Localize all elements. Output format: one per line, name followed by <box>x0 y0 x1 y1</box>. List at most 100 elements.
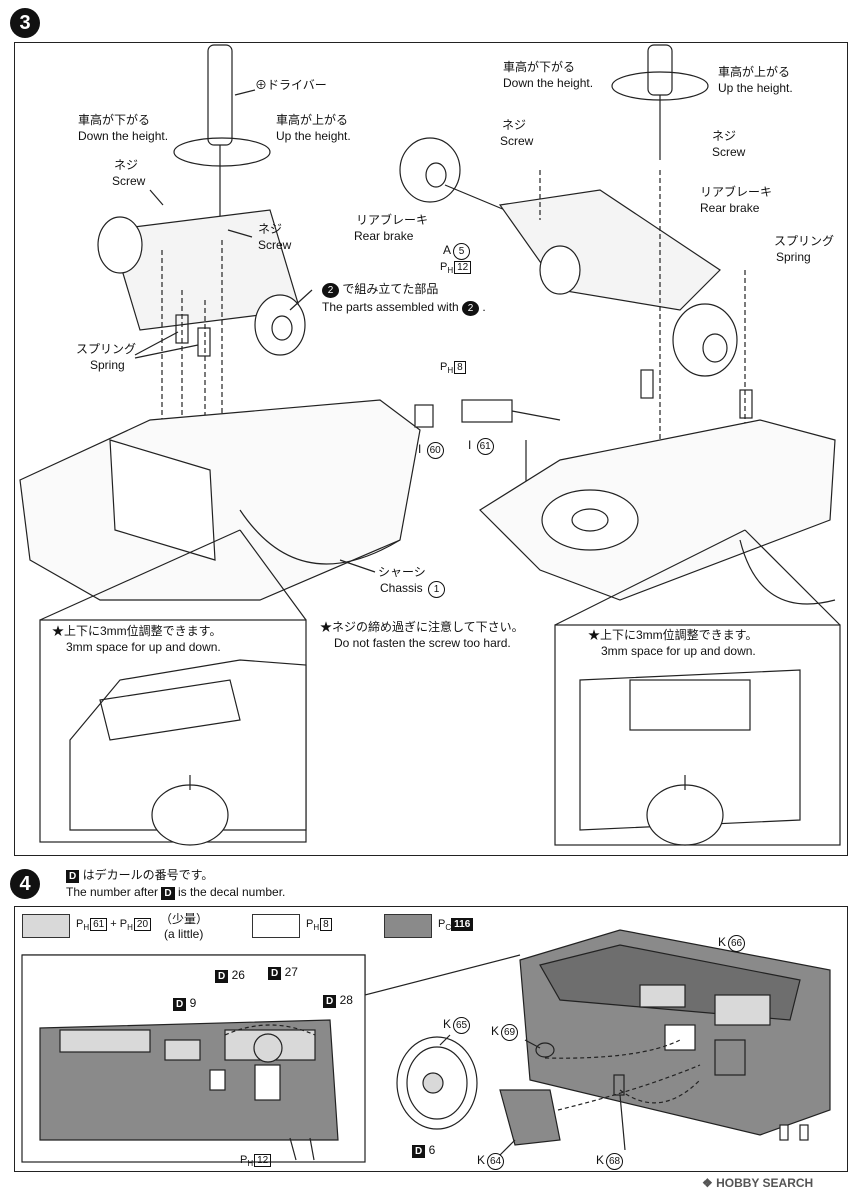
screw-jp-right-1: ネジ <box>502 118 527 132</box>
decal-note-en-text: The number after <box>66 885 159 899</box>
part-i61-label: I 61 <box>468 438 494 455</box>
decal-d-icon: D <box>66 870 80 883</box>
decal-note-en-text-2: is the decal number. <box>177 885 286 899</box>
watermark: ❖ HOBBY SEARCH <box>702 1176 813 1191</box>
paint-ph12-bottom-box: 12 <box>254 1154 272 1167</box>
legend-ph20-box: 20 <box>133 918 152 931</box>
part-k64-icon: 64 <box>487 1153 505 1170</box>
screw-en-left-1: Screw <box>112 174 146 188</box>
part-1-icon: 1 <box>428 581 446 598</box>
spring-jp-right: スプリング <box>774 234 835 248</box>
up-height-en-right: Up the height. <box>718 81 793 95</box>
decal-d-icon-en: D <box>161 887 175 900</box>
assembled-parts-en-text: The parts assembled with <box>322 300 459 314</box>
screw-jp-left-1: ネジ <box>114 158 139 172</box>
part-k66-icon: 66 <box>728 935 746 952</box>
paint-ph12-box: 12 <box>454 261 472 274</box>
decal-26-number: 26 <box>231 968 245 982</box>
part-a5-icon: 5 <box>453 243 471 260</box>
down-height-en-right: Down the height. <box>503 76 594 90</box>
note-right-en: 3mm space for up and down. <box>601 644 756 659</box>
up-height-jp-left: 車高が上がる <box>276 113 349 127</box>
step-4-number: 4 <box>10 869 40 899</box>
decal-27-label: D 27 <box>268 965 298 980</box>
step-2-ref-icon-en: 2 <box>462 301 480 316</box>
down-height-jp-left: 車高が下がる <box>78 113 151 127</box>
part-i60-icon: 60 <box>426 442 444 459</box>
part-k68-icon: 68 <box>606 1153 624 1170</box>
note-left-jp: ★上下に3mm位調整できます。 <box>52 624 222 639</box>
decal-6-icon: D <box>412 1145 426 1158</box>
decal-9-icon: D <box>173 998 187 1011</box>
watermark-text: HOBBY SEARCH <box>716 1176 814 1190</box>
rear-brake-jp-2: リアブレーキ <box>700 185 773 199</box>
chassis-jp: シャーシ <box>378 565 426 579</box>
decal-28-icon: D <box>323 995 337 1008</box>
down-height-en-left: Down the height. <box>78 129 169 143</box>
watermark-logo-icon: ❖ <box>702 1176 717 1190</box>
up-height-jp-right: 車高が上がる <box>718 65 791 79</box>
rear-brake-en-1: Rear brake <box>354 229 414 243</box>
part-k65-icon: 65 <box>453 1017 471 1034</box>
decal-note-jp: D はデカールの番号です。 <box>66 868 213 883</box>
legend-pc116-box: 116 <box>451 918 474 931</box>
part-i60-label: I 60 <box>418 442 444 459</box>
rear-brake-en-2: Rear brake <box>700 201 760 215</box>
spring-en-right: Spring <box>776 250 811 264</box>
screw-jp-right-2: ネジ <box>712 129 737 143</box>
decal-27-number: 27 <box>284 965 298 979</box>
part-k69-icon: 69 <box>501 1024 519 1041</box>
decal-note-jp-text: はデカールの番号です。 <box>82 868 214 882</box>
spring-jp-left: スプリング <box>76 342 137 356</box>
decal-28-number: 28 <box>339 993 353 1007</box>
note-right-jp: ★上下に3mm位調整できます。 <box>588 628 758 643</box>
screw-en-right-1: Screw <box>500 134 534 148</box>
assembled-parts-en: The parts assembled with 2 . <box>322 300 486 316</box>
screwdriver-label: ⊕ドライバー <box>255 78 327 92</box>
legend-ph8-box: 8 <box>320 918 332 931</box>
decal-9-number: 9 <box>189 996 197 1010</box>
screw-en-right-2: Screw <box>712 145 746 159</box>
chassis-en-text: Chassis <box>380 581 423 595</box>
note-mid-en: Do not fasten the screw too hard. <box>334 636 511 650</box>
assembled-parts-jp-text: で組み立てた部品 <box>342 282 439 296</box>
decal-28-label: D 28 <box>323 993 353 1008</box>
decal-6-number: 6 <box>428 1143 436 1157</box>
step-2-ref-icon: 2 <box>322 283 339 298</box>
legend-swatch-dark <box>384 914 432 938</box>
decal-9-label: D 9 <box>173 996 196 1011</box>
screw-en-left-2: Screw <box>258 238 292 252</box>
paint-ph8-box: 8 <box>454 361 466 374</box>
legend-swatch-light <box>22 914 70 938</box>
chassis-en: Chassis 1 <box>380 581 446 598</box>
legend-1-en: (a little) <box>164 927 204 941</box>
legend-ph61-box: 61 <box>90 918 108 931</box>
part-i61-icon: 61 <box>476 438 494 455</box>
part-a-letter: A <box>443 243 452 257</box>
decal-27-icon: D <box>268 967 282 980</box>
up-height-en-left: Up the height. <box>276 129 351 143</box>
step-3-number: 3 <box>10 8 40 38</box>
down-height-jp-right: 車高が下がる <box>503 60 576 74</box>
spring-en-left: Spring <box>90 358 125 372</box>
decal-6-label: D 6 <box>412 1143 435 1158</box>
note-mid-jp: ★ネジの締め過ぎに注意して下さい。 <box>320 620 524 634</box>
rear-brake-jp-1: リアブレーキ <box>356 213 429 227</box>
legend-1-jp: （少量） <box>160 912 209 926</box>
legend-swatch-white <box>252 914 300 938</box>
screw-jp-left-2: ネジ <box>258 222 283 236</box>
